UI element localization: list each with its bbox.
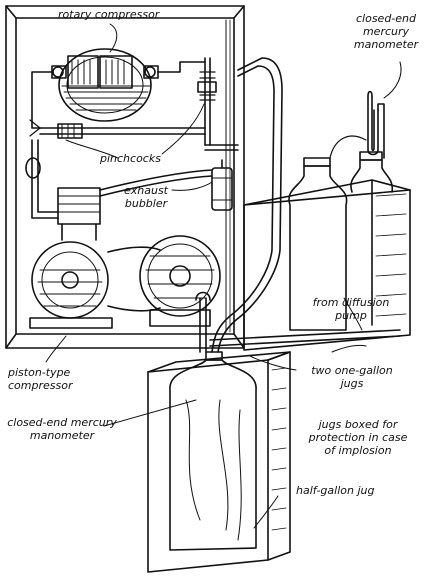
side-tubing <box>25 139 213 219</box>
label-manometer-bottom-line1: closed-end mercury <box>7 416 117 429</box>
label-pinchcocks: pinchcocks <box>100 152 161 165</box>
label-manometer-bottom: closed-end mercury manometer <box>0 416 124 442</box>
wooden-frame <box>5 5 245 349</box>
label-boxed-line2: protection in case <box>308 431 408 444</box>
piston-compressor <box>29 187 113 329</box>
label-boxed-line1: jugs boxed for <box>318 418 398 431</box>
half-gallon-jug-box <box>147 351 291 573</box>
exhaust-bubbler <box>211 159 233 211</box>
main-hoses <box>195 57 283 353</box>
diffusion-line <box>209 329 401 347</box>
label-piston-compressor: piston-type compressor <box>8 366 72 392</box>
label-boxed-line3: of implosion <box>324 444 392 457</box>
one-gallon-jugs-box <box>243 151 411 351</box>
label-manometer-bottom-line2: manometer <box>29 429 95 442</box>
label-two-jugs: two one-gallon jugs <box>300 364 404 390</box>
label-two-jugs-line1: two one-gallon <box>311 364 393 377</box>
label-piston-line1: piston-type <box>8 366 71 379</box>
leader-lines <box>45 23 402 529</box>
upper-tubing <box>29 57 239 151</box>
label-manometer-top: closed-end mercury manometer <box>336 12 436 51</box>
electric-motor <box>107 235 221 327</box>
label-exhaust-line1: exhaust <box>123 184 168 197</box>
label-exhaust-line2: bubbler <box>124 197 168 210</box>
label-diffusion-line2: pump <box>335 309 367 322</box>
label-diffusion-pump: from diffusion pump <box>296 296 406 322</box>
label-half-gallon-jug: half-gallon jug <box>296 484 375 497</box>
rotary-compressor <box>51 48 159 122</box>
label-diffusion-line1: from diffusion <box>312 296 390 309</box>
label-two-jugs-line2: jugs <box>340 377 364 390</box>
label-piston-line2: compressor <box>8 379 73 392</box>
label-exhaust-bubbler: exhaust bubbler <box>112 184 180 210</box>
label-manometer-top-line2: mercury <box>362 25 410 38</box>
label-jugs-boxed: jugs boxed for protection in case of imp… <box>296 418 420 457</box>
label-manometer-top-line3: manometer <box>353 38 419 51</box>
label-manometer-top-line1: closed-end <box>355 12 416 25</box>
manometer-top <box>329 90 385 159</box>
label-rotary-compressor: rotary compressor <box>58 8 160 21</box>
